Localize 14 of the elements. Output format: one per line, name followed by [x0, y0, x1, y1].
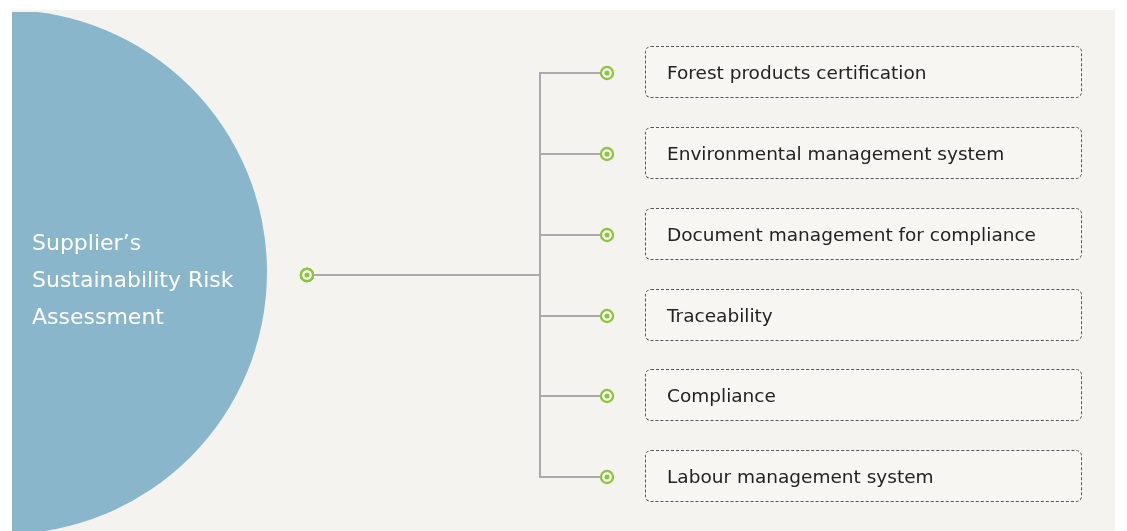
item-label: Document management for compliance — [667, 223, 1036, 245]
dashed-box — [645, 127, 1082, 179]
title-text: Supplier’s Sustainability Risk Assessment — [32, 229, 235, 331]
dashed-box — [645, 450, 1082, 502]
dashed-box — [645, 369, 1082, 421]
item-label: Labour management system — [667, 465, 934, 487]
item-label: Compliance — [667, 384, 776, 406]
item-label: Forest products certification — [667, 61, 927, 83]
connector-line — [299, 267, 615, 485]
dashed-box — [645, 289, 1082, 341]
dashed-box — [645, 46, 1082, 98]
dashed-box — [645, 208, 1082, 260]
item-label: Traceability — [667, 304, 773, 326]
item-label: Environmental management system — [667, 142, 1005, 164]
